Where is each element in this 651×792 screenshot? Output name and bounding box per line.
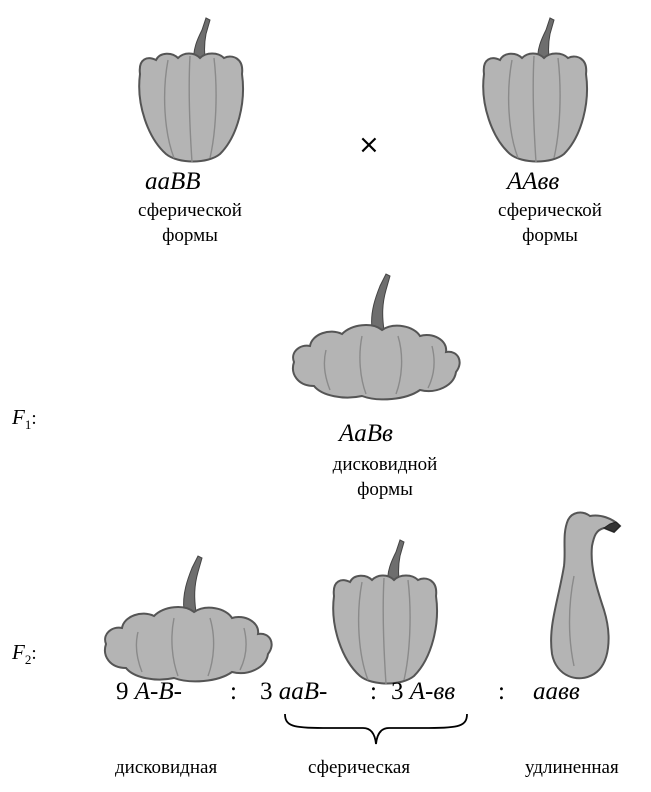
- elongated-squash-icon: [524, 506, 644, 686]
- parent-right-phenotype: сферической формы: [470, 198, 630, 248]
- f2-phenotype-elongated: удлиненная: [525, 757, 619, 779]
- f2-label: F2:: [12, 640, 37, 668]
- f2-ratio-3: 3 A-вв: [391, 678, 455, 706]
- cross-symbol: ×: [358, 130, 380, 160]
- f2-spherical-squash: [322, 534, 452, 694]
- grouping-brace: [283, 712, 469, 746]
- f2-ratio-2: 3 aaB-: [260, 678, 327, 706]
- f2-phenotype-spherical: сферическая: [308, 757, 410, 779]
- parent-left-genotype: aaBB: [145, 168, 201, 196]
- parent-left-phenotype: сферической формы: [110, 198, 270, 248]
- f2-ratio-sep-2: :: [370, 678, 377, 706]
- f1-label: F1:: [12, 405, 37, 433]
- parent-right-genotype: AAвв: [507, 168, 559, 196]
- f2-disc-squash: [98, 552, 278, 687]
- f2-ratio-1: 9 A-B-: [116, 678, 182, 706]
- f2-phenotype-disc: дисковидная: [115, 757, 217, 779]
- spherical-squash-icon: [322, 534, 452, 694]
- spherical-squash-icon: [472, 12, 602, 172]
- f1-genotype: AaBв: [339, 420, 393, 448]
- disc-squash-icon: [286, 270, 466, 405]
- f2-elongated-squash: [524, 506, 644, 686]
- f2-ratio-4: aaвв: [533, 678, 580, 706]
- f1-phenotype: дисковидной формы: [310, 452, 460, 502]
- f1-squash: [286, 270, 466, 405]
- f2-ratio-sep-1: :: [230, 678, 237, 706]
- disc-squash-icon: [98, 552, 278, 687]
- spherical-squash-icon: [128, 12, 258, 172]
- f2-ratio-sep-3: :: [498, 678, 505, 706]
- parent-left-squash: [128, 12, 258, 172]
- parent-right-squash: [472, 12, 602, 172]
